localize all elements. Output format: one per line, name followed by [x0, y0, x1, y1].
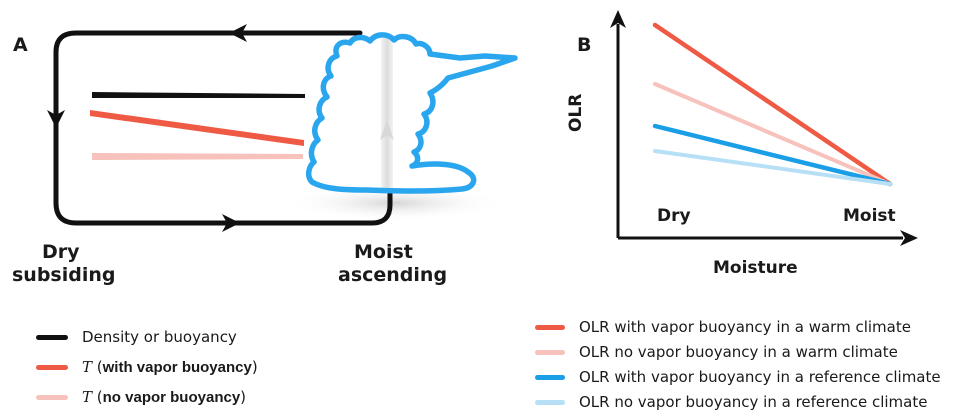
legend-label: OLR no vapor buoyancy in a reference cli… [579, 393, 928, 411]
legend-label: Density or buoyancy [82, 328, 237, 346]
legend-swatch [535, 349, 565, 355]
x-tick-moist: Moist [843, 206, 896, 226]
legend-b-novapor-warm: OLR no vapor buoyancy in a warm climate [535, 343, 898, 361]
legend-label: OLR no vapor buoyancy in a warm climate [579, 343, 898, 361]
dry-label-line2: subsiding [12, 264, 116, 286]
legend-label: with vapor buoyancy [102, 359, 252, 376]
legend-swatch [535, 399, 565, 405]
circulation-loop [53, 30, 393, 226]
arrowhead-left [47, 110, 65, 128]
legend-label: OLR with vapor buoyancy in a reference c… [579, 368, 941, 386]
density-profile-line [92, 92, 305, 98]
x-axis-arrowhead [900, 230, 918, 246]
arrowhead-bottom [222, 214, 240, 232]
legend-swatch [36, 364, 68, 370]
arrowhead-top [229, 24, 247, 42]
olr-line-novapor-warm [653, 82, 892, 186]
legend-swatch [36, 334, 68, 340]
legend-b-vapor-reference: OLR with vapor buoyancy in a reference c… [535, 368, 941, 386]
legend-label: no vapor buoyancy [102, 389, 241, 406]
legend-a-t-novapor: T (no vapor buoyancy) [36, 388, 246, 406]
dry-label-line1: Dry [42, 241, 80, 263]
legend-t-symbol: T [82, 388, 93, 406]
legend-t-symbol: T [82, 358, 93, 376]
olr-line-novapor-reference [653, 149, 892, 186]
legend-swatch [535, 324, 565, 330]
ascent-arrowhead [380, 120, 394, 140]
ascent-shaft [381, 38, 393, 188]
olr-line-vapor-reference [652, 123, 893, 187]
panel-a-letter: A [13, 34, 28, 56]
legend-b-novapor-reference: OLR no vapor buoyancy in a reference cli… [535, 393, 927, 411]
cumulonimbus-cloud [305, 32, 518, 194]
olr-line-vapor-warm [652, 22, 893, 187]
x-tick-dry: Dry [657, 206, 691, 226]
legend-swatch [36, 394, 68, 400]
legend-label: OLR with vapor buoyancy in a warm climat… [579, 318, 911, 336]
panel-b-letter: B [577, 34, 592, 56]
y-axis-label: OLR [566, 93, 586, 132]
legend-a-density: Density or buoyancy [36, 328, 237, 346]
legend-b-vapor-warm: OLR with vapor buoyancy in a warm climat… [535, 318, 911, 336]
cloud-shadow [285, 185, 505, 221]
x-axis-label: Moisture [713, 258, 798, 278]
legend-a-t-vapor: T (with vapor buoyancy) [36, 358, 258, 376]
moist-label-line2: ascending [338, 264, 448, 286]
y-axis-arrowhead [610, 10, 626, 28]
temperature-no-vapor-line [92, 153, 303, 160]
temperature-vapor-line [90, 110, 304, 146]
moist-label-line1: Moist [354, 241, 413, 263]
legend-swatch [535, 374, 565, 380]
